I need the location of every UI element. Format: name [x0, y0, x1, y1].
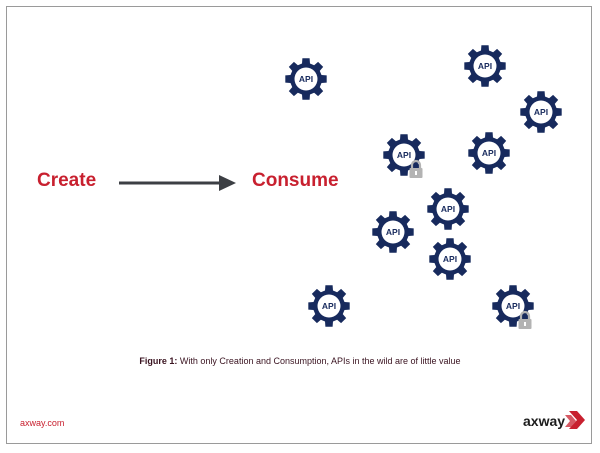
api-label: API [505, 301, 521, 311]
api-gear-3: API [519, 90, 563, 134]
api-gear-5: API [467, 131, 511, 175]
caption-text: With only Creation and Consumption, APIs… [177, 356, 461, 366]
gear-icon [372, 211, 414, 253]
gear-icon [429, 238, 471, 280]
figure-frame: Create Consume API API API API API API API API A… [6, 6, 592, 444]
figure-caption: Figure 1: With only Creation and Consump… [7, 356, 593, 366]
logo-text: axway [523, 413, 566, 429]
gear-icon [464, 45, 506, 87]
gear-icon [492, 285, 534, 327]
footer-site-link[interactable]: axway.com [20, 418, 65, 428]
lock-icon [518, 310, 532, 329]
figure-label: Figure 1: [139, 356, 178, 366]
api-label: API [298, 74, 314, 84]
api-gear-4: API [382, 133, 426, 178]
api-gear-2: API [463, 44, 507, 88]
api-gear-9: API [307, 284, 351, 328]
api-gear-1: API [284, 57, 328, 101]
api-label: API [396, 150, 412, 160]
api-label: API [440, 204, 456, 214]
api-gear-6: API [426, 187, 470, 231]
gear-icon [520, 91, 562, 133]
api-label: API [533, 107, 549, 117]
api-gear-7: API [371, 210, 415, 254]
arrow-right-icon [119, 175, 236, 191]
axway-chevron-logo-icon [565, 411, 586, 429]
api-label: API [481, 148, 497, 158]
lock-icon [409, 159, 423, 178]
gear-icon [468, 132, 510, 174]
gear-icon [383, 134, 425, 176]
api-gear-10: API [491, 284, 535, 329]
gear-icon [285, 58, 327, 100]
api-label: API [321, 301, 337, 311]
api-gear-8: API [428, 237, 472, 281]
api-label: API [385, 227, 401, 237]
consume-label: Consume [252, 170, 339, 191]
api-label: API [477, 61, 493, 71]
create-label: Create [37, 170, 97, 191]
gear-icon [308, 285, 350, 327]
gear-icon [427, 188, 469, 230]
api-label: API [442, 254, 458, 264]
axway-logo: axway [523, 409, 587, 433]
